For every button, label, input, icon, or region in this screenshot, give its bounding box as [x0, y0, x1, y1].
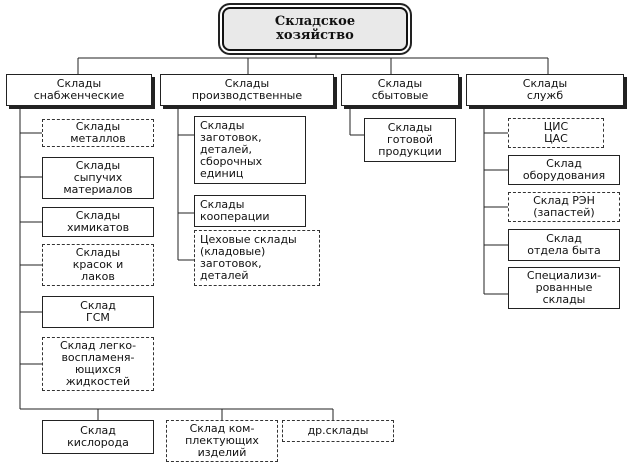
production-item-blanks: Склады заготовок, деталей, сборочных еди…: [194, 116, 306, 184]
supply-item-fuel: Склад ГСМ: [42, 296, 154, 328]
supply-item-paints: Склады красок и лаков: [42, 244, 154, 286]
supply-item-oxygen: Склад кислорода: [42, 420, 154, 454]
supply-item-metals: Склады металлов: [42, 119, 154, 147]
supply-item-components: Склад ком- плектующих изделий: [166, 420, 278, 462]
services-item-ren: Склад РЭН (запастей): [508, 192, 620, 222]
production-item-cooperation: Склады кооперации: [194, 195, 306, 227]
category-sales: Склады сбытовые: [341, 74, 459, 106]
category-services: Склады служб: [466, 74, 624, 106]
supply-item-other: др.склады: [282, 420, 394, 442]
services-item-tools: ЦИС ЦАС: [508, 118, 604, 148]
supply-item-chemicals: Склады химикатов: [42, 207, 154, 237]
production-item-shop: Цеховые склады (кладовые) заготовок, дет…: [194, 230, 320, 286]
services-item-specialized: Специализи- рованные склады: [508, 267, 620, 309]
services-item-equipment: Склад оборудования: [508, 155, 620, 185]
supply-item-bulk: Склады сыпучих материалов: [42, 157, 154, 199]
supply-item-flammable: Склад легко- воспламеня- ющихся жидкосте…: [42, 337, 154, 391]
category-supply: Склады снабженческие: [6, 74, 152, 106]
services-item-household: Склад отдела быта: [508, 229, 620, 261]
root-node: Складское хозяйство: [222, 7, 408, 51]
category-production: Склады производственные: [160, 74, 334, 106]
sales-item-finished: Склады готовой продукции: [364, 118, 456, 162]
